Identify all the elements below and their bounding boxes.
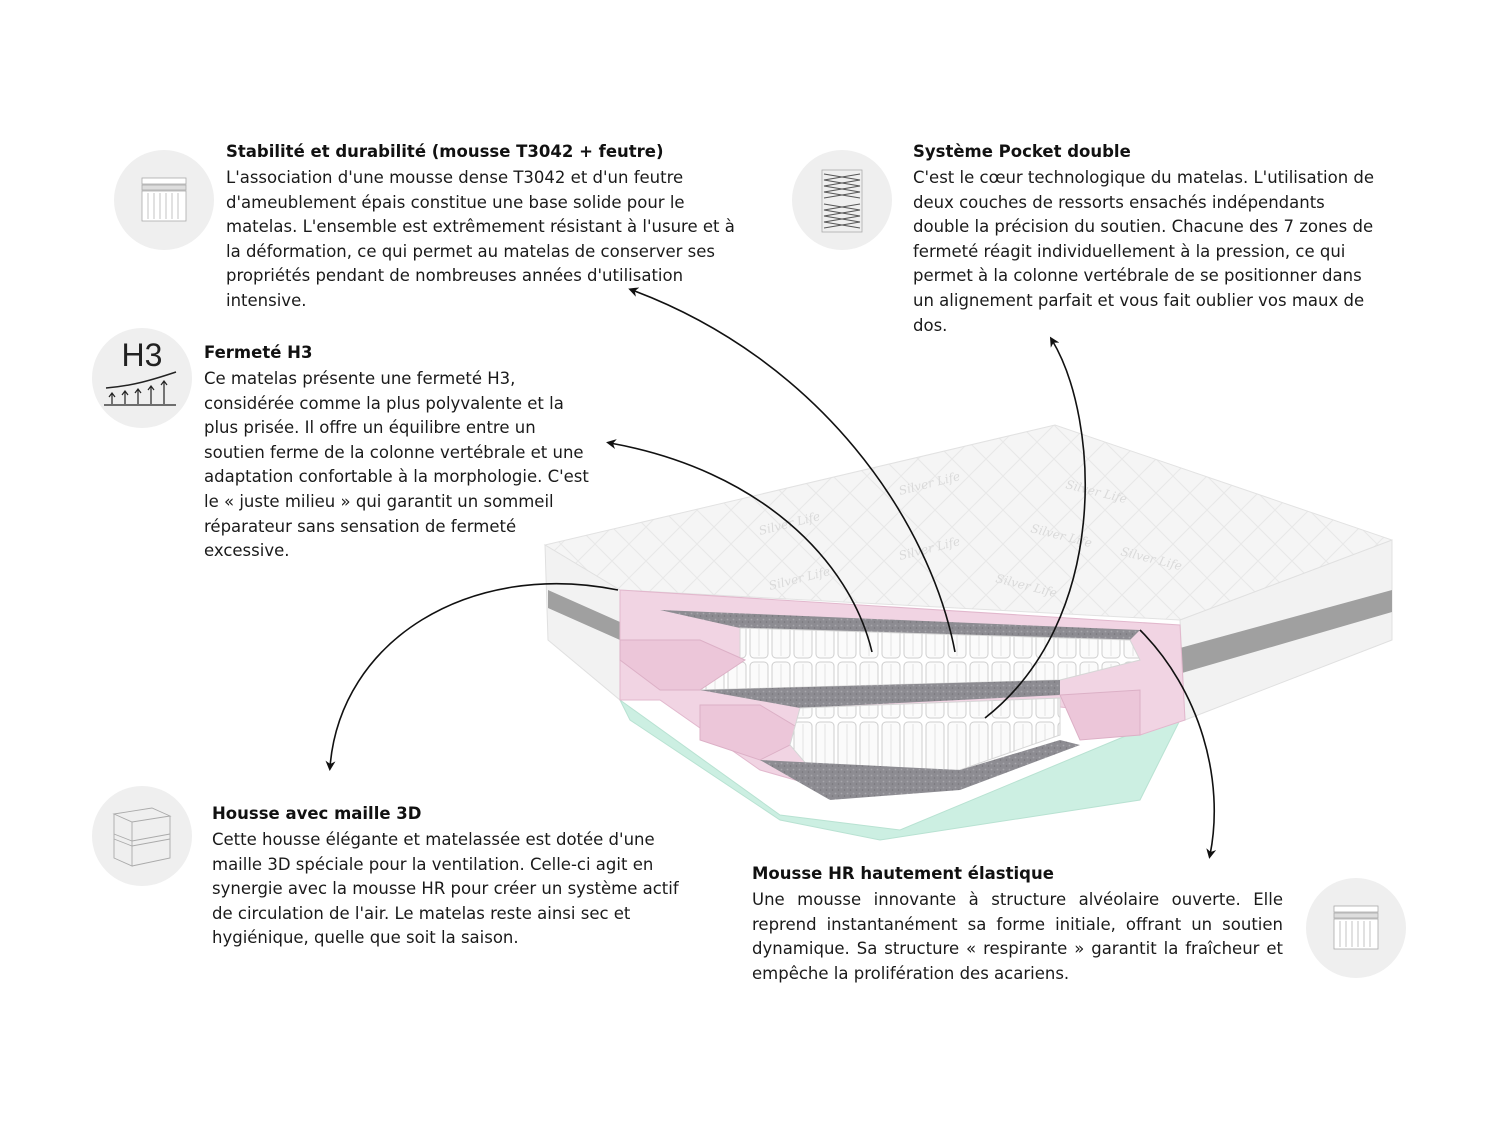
mattress-left-band: [548, 590, 620, 640]
mattress-right-band: [1180, 590, 1392, 673]
feature-stability-title: Stabilité et durabilité (mousse T3042 + …: [226, 142, 664, 161]
feature-firmness-title: Fermeté H3: [204, 343, 313, 362]
feature-cover: Housse avec maille 3D Cette housse éléga…: [212, 802, 697, 951]
firmness-h3-icon: H3: [92, 328, 192, 428]
feature-hr-foam-body: Une mousse innovante à structure alvéola…: [752, 890, 1283, 983]
arrow-cover: [325, 582, 619, 771]
foam-layers-icon: [1306, 878, 1406, 978]
feature-pocket-body: C'est le cœur technologique du matelas. …: [913, 168, 1375, 335]
feature-firmness: Fermeté H3 Ce matelas présente une ferme…: [204, 341, 599, 564]
middle-felt-layer: [700, 680, 1060, 708]
pink-middle-slab: [619, 639, 747, 691]
lower-felt-layer: [760, 740, 1080, 800]
upper-felt-layer: [660, 610, 1140, 640]
foam-layers-icon: [114, 150, 214, 250]
feature-stability-body: L'association d'une mousse dense T3042 e…: [226, 168, 735, 310]
pink-lower-slab: [699, 704, 812, 761]
feature-cover-title: Housse avec maille 3D: [212, 804, 422, 823]
feature-firmness-body: Ce matelas présente une fermeté H3, cons…: [204, 369, 589, 561]
feature-cover-body: Cette housse élégante et matelassée est …: [212, 830, 679, 948]
pink-right-slab: [1059, 689, 1141, 741]
arrow-hr-foam: [1139, 629, 1217, 859]
arrow-stability: [628, 287, 956, 653]
feature-pocket-title: Système Pocket double: [913, 142, 1131, 161]
feature-hr-foam: Mousse HR hautement élastique Une mousse…: [752, 862, 1283, 986]
cover-layers-icon: [92, 786, 192, 886]
pocket-springs-icon: [792, 150, 892, 250]
firmness-icon-label: H3: [122, 337, 163, 373]
arrow-firmness: [606, 439, 873, 653]
base-foam-layer: [619, 699, 1181, 841]
feature-pocket: Système Pocket double C'est le cœur tech…: [913, 140, 1383, 338]
feature-stability: Stabilité et durabilité (mousse T3042 + …: [226, 140, 751, 314]
feature-hr-foam-title: Mousse HR hautement élastique: [752, 864, 1054, 883]
arrow-pocket: [984, 336, 1086, 719]
